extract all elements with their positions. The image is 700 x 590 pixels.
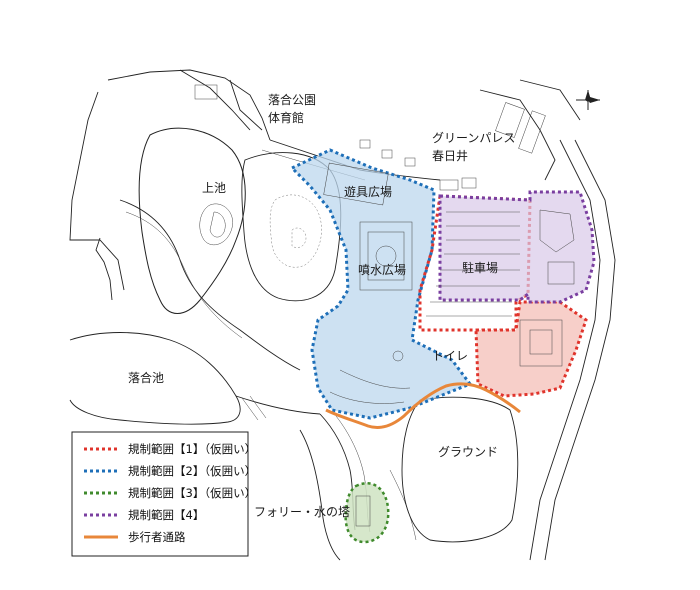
zone-4-area — [438, 190, 596, 304]
label-ochiai-pond: 落合池 — [128, 370, 164, 385]
legend-item-zone-1: 規制範囲【1】（仮囲い） — [84, 442, 256, 456]
zone-1-south-area — [474, 300, 588, 398]
legend-item-zone-3: 規制範囲【3】（仮囲い） — [84, 486, 256, 500]
legend: 規制範囲【1】（仮囲い） 規制範囲【2】（仮囲い） 規制範囲【3】（仮囲い） 規… — [71, 431, 256, 557]
label-upper-pond: 上池 — [202, 181, 226, 195]
zone-3-area — [344, 482, 390, 544]
label-ochiai-park: 落合公園 — [268, 92, 316, 107]
zone-3 — [344, 482, 390, 544]
label-gymnasium: 体育館 — [268, 110, 304, 125]
map-labels: 落合公園 体育館 グリーンパレス 春日井 上池 落合池 遊具広場 噴水広場 駐車… — [128, 92, 515, 519]
svg-text:規制範囲【2】（仮囲い）: 規制範囲【2】（仮囲い） — [128, 464, 256, 478]
legend-item-pedestrian-path: 歩行者通路 — [84, 530, 186, 544]
legend-item-zone-2: 規制範囲【2】（仮囲い） — [84, 464, 256, 478]
upper-pond — [138, 127, 246, 314]
label-green-palace: グリーンパレス — [432, 131, 515, 145]
label-ground: グラウンド — [438, 445, 498, 459]
label-parking: 駐車場 — [462, 260, 498, 275]
label-kasugai: 春日井 — [432, 149, 468, 163]
zone-2-area — [289, 148, 473, 420]
svg-text:規制範囲【1】（仮囲い）: 規制範囲【1】（仮囲い） — [128, 442, 256, 456]
label-play-plaza: 遊具広場 — [344, 184, 392, 199]
label-folly-tower: フォリー・水の塔 — [254, 505, 350, 519]
zone-4 — [426, 190, 596, 317]
pedestrian-path — [325, 382, 521, 430]
svg-text:規制範囲【3】（仮囲い）: 規制範囲【3】（仮囲い） — [128, 486, 256, 500]
svg-text:歩行者通路: 歩行者通路 — [128, 530, 186, 544]
label-toilet: トイレ — [432, 349, 468, 363]
north-arrow-icon — [576, 90, 600, 110]
legend-item-zone-4: 規制範囲【4】 — [84, 508, 204, 522]
zone-1 — [418, 194, 588, 398]
label-fountain-plaza: 噴水広場 — [358, 263, 406, 277]
svg-text:規制範囲【4】: 規制範囲【4】 — [128, 508, 204, 522]
zone-2 — [289, 148, 473, 420]
